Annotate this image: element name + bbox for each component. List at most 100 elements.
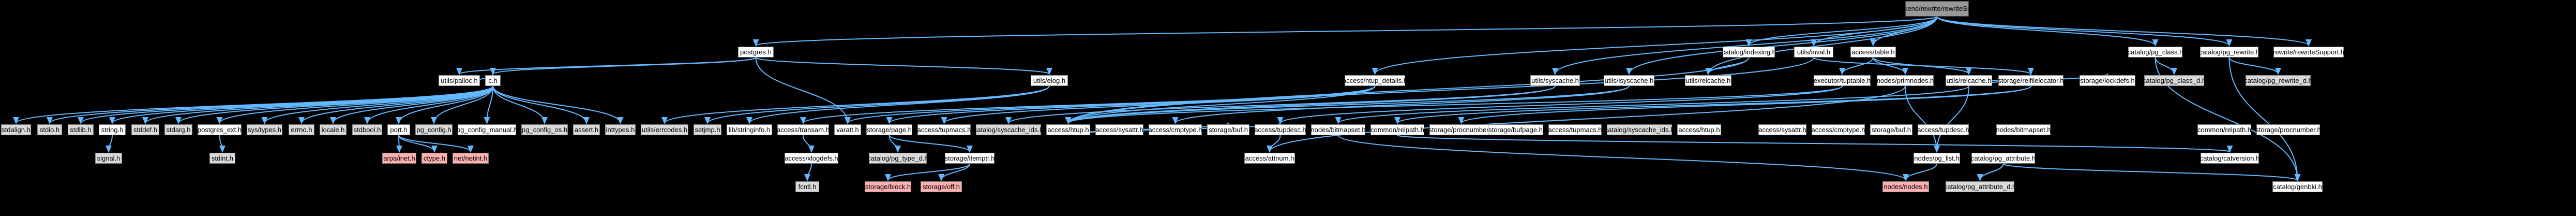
graph-node-varatt-h[interactable]: varatt.h bbox=[834, 124, 861, 135]
graph-node-access-tupmacs-h[interactable]: access/tupmacs.h bbox=[917, 124, 971, 135]
graph-node-utils-palloc-h[interactable]: utils/palloc.h bbox=[439, 75, 480, 86]
graph-node-storage-block-h[interactable]: storage/block.h bbox=[865, 181, 911, 192]
graph-node-executor-tuptable-h[interactable]: executor/tuptable.h bbox=[1814, 75, 1871, 86]
graph-node-stdarg-h[interactable]: stdarg.h bbox=[164, 124, 192, 135]
graph-node-c-h[interactable]: c.h bbox=[485, 75, 501, 86]
graph-edge bbox=[364, 85, 493, 124]
graph-node-stdio-h[interactable]: stdio.h bbox=[37, 124, 62, 135]
graph-node-storage-off-h[interactable]: storage/off.h bbox=[921, 181, 962, 192]
graph-node-stdint-h[interactable]: stdint.h bbox=[209, 153, 235, 164]
graph-edge bbox=[885, 163, 970, 181]
graph-node-catalog-syscache-ids2-h[interactable]: catalog/syscache_ids.h bbox=[1605, 124, 1674, 135]
graph-node-access-table-h[interactable]: access/table.h bbox=[1850, 47, 1896, 57]
graph-node-catalog-pg-rewrite-d-h[interactable]: catalog/pg_rewrite_d.h bbox=[2244, 75, 2312, 86]
graph-node-rewrite-rewriteSupport-h[interactable]: rewrite/rewriteSupport.h bbox=[2273, 47, 2344, 57]
graph-node-fcntl-h[interactable]: fcntl.h bbox=[795, 181, 819, 192]
graph-edge bbox=[484, 85, 493, 124]
graph-edge bbox=[1065, 85, 1630, 124]
graph-node-storage-bufpage-h[interactable]: storage/bufpage.h bbox=[1488, 124, 1543, 135]
graph-edge bbox=[755, 57, 1052, 75]
graph-node-catalog-pg-attribute-h[interactable]: catalog/pg_attribute.h bbox=[1971, 153, 2036, 164]
graph-node-pg-config-os-h[interactable]: pg_config_os.h bbox=[521, 124, 568, 135]
graph-node-access-tupdesc2-h[interactable]: access/tupdesc.h bbox=[1917, 124, 1969, 135]
graph-edge bbox=[1626, 16, 1938, 75]
graph-node-pg-config-h[interactable]: pg_config.h bbox=[415, 124, 453, 135]
graph-node-utils-relcache-h-top[interactable]: utils/relcache.h bbox=[1685, 75, 1731, 86]
graph-node-utils-errcodes-h[interactable]: utils/errcodes.h bbox=[641, 124, 688, 135]
graph-node-stddef-h[interactable]: stddef.h bbox=[131, 124, 159, 135]
graph-node-root[interactable]: src/backend/rewrite/rewriteSupport.c bbox=[1882, 1, 1992, 17]
graph-edge bbox=[1277, 85, 1843, 124]
graph-node-stdalign-h[interactable]: stdalign.h bbox=[1, 124, 31, 135]
graph-node-catalog-pg-class-h[interactable]: catalog/pg_class.h bbox=[2128, 47, 2183, 57]
graph-edge bbox=[398, 135, 474, 153]
graph-edge bbox=[2002, 163, 2301, 181]
graph-node-access-cmptype2-h[interactable]: access/cmptype.h bbox=[1811, 124, 1865, 135]
graph-node-storage-relfilelocator-h[interactable]: storage/relfilelocator.h bbox=[1998, 75, 2064, 86]
graph-node-storage-buf-h[interactable]: storage/buf.h bbox=[1207, 124, 1249, 135]
graph-node-common-relpath2-h[interactable]: common/relpath.h bbox=[2197, 124, 2251, 135]
graph-node-access-xlogdefs-h[interactable]: access/xlogdefs.h bbox=[785, 153, 838, 164]
graph-node-storage-lockdefs-h[interactable]: storage/lockdefs.h bbox=[2080, 75, 2135, 86]
graph-node-port-h[interactable]: port.h bbox=[387, 124, 410, 135]
graph-node-catalog-pg-rewrite-h[interactable]: catalog/pg_rewrite.h bbox=[2199, 47, 2259, 57]
graph-node-access-attnum-h[interactable]: access/attnum.h bbox=[1244, 153, 1295, 164]
graph-node-catalog-catversion-h[interactable]: catalog/catversion.h bbox=[2200, 153, 2259, 164]
graph-node-locale-h[interactable]: locale.h bbox=[320, 124, 347, 135]
graph-node-access-tupdesc-h[interactable]: access/tupdesc.h bbox=[1254, 124, 1306, 135]
graph-node-access-sysattr-h[interactable]: access/sysattr.h bbox=[1095, 124, 1143, 135]
graph-node-stdlib-h[interactable]: stdlib.h bbox=[68, 124, 94, 135]
graph-node-pg-config-manual-h[interactable]: pg_config_manual.h bbox=[457, 124, 517, 135]
graph-node-access-htup2-h[interactable]: access/htup.h bbox=[1677, 124, 1721, 135]
graph-node-nodes-bitmapset2-h[interactable]: nodes/bitmapset.h bbox=[1996, 124, 2051, 135]
graph-edge bbox=[2228, 57, 2301, 181]
graph-node-utils-elog-h[interactable]: utils/elog.h bbox=[1031, 75, 1068, 86]
graph-node-utils-relcache-h[interactable]: utils/relcache.h bbox=[1946, 75, 1992, 86]
graph-node-utils-syscache-h[interactable]: utils/syscache.h bbox=[1530, 75, 1580, 86]
graph-node-access-transam-h[interactable]: access/transam.h bbox=[777, 124, 830, 135]
graph-node-signal-h[interactable]: signal.h bbox=[95, 153, 122, 164]
graph-node-catalog-pg-class-d-h[interactable]: catalog/pg_class_d.h bbox=[2143, 75, 2206, 86]
graph-node-nodes-pg-list-h[interactable]: nodes/pg_list.h bbox=[1914, 153, 1960, 164]
graph-node-storage-itemptr-h[interactable]: storage/itemptr.h bbox=[945, 153, 995, 164]
graph-node-sys-types-h[interactable]: sys/types.h bbox=[247, 124, 282, 135]
graph-node-postgres-h[interactable]: postgres.h bbox=[738, 47, 774, 57]
graph-node-storage-procnumber2-h[interactable]: storage/procnumber.h bbox=[2255, 124, 2321, 135]
graph-node-errno-h[interactable]: errno.h bbox=[289, 124, 314, 135]
graph-node-string-h[interactable]: string.h bbox=[99, 124, 126, 135]
graph-node-catalog-indexing-h[interactable]: catalog/indexing.h bbox=[1722, 47, 1776, 57]
graph-edge bbox=[1267, 85, 1906, 153]
graph-node-postgres-ext-h[interactable]: postgres_ext.h bbox=[198, 124, 242, 135]
graph-node-catalog-pg-attribute-d-h[interactable]: catalog/pg_attribute_d.h bbox=[1944, 181, 2016, 192]
graph-node-access-sysattr2-h[interactable]: access/sysattr.h bbox=[1758, 124, 1806, 135]
graph-node-utils-inval-h[interactable]: utils/inval.h bbox=[1794, 47, 1833, 57]
graph-node-nodes-bitmapset-h[interactable]: nodes/bitmapset.h bbox=[1310, 124, 1366, 135]
graph-node-lib-stringinfo-h[interactable]: lib/stringinfo.h bbox=[727, 124, 772, 135]
graph-node-common-relpath-h[interactable]: common/relpath.h bbox=[1370, 124, 1424, 135]
graph-node-catalog-syscache-ids-h[interactable]: catalog/syscache_ids.h bbox=[974, 124, 1043, 135]
graph-node-nodes-nodes-h[interactable]: nodes/nodes.h bbox=[1882, 181, 1929, 192]
graph-node-access-htup-h[interactable]: access/htup.h bbox=[1046, 124, 1090, 135]
graph-node-ctype-h[interactable]: ctype.h bbox=[421, 153, 447, 164]
graph-node-utils-lsyscache-h[interactable]: utils/lsyscache.h bbox=[1604, 75, 1654, 86]
graph-edge bbox=[398, 135, 438, 153]
graph-node-access-tupmacs2-h[interactable]: access/tupmacs.h bbox=[1548, 124, 1602, 135]
graph-edge bbox=[1065, 57, 1814, 124]
graph-node-netinet-in-h[interactable]: net/netint.h bbox=[453, 153, 489, 164]
graph-node-setjmp-h[interactable]: setjmp.h bbox=[694, 124, 721, 135]
graph-node-catalog-pg-type-d-h[interactable]: catalog/pg_type_d.h bbox=[867, 153, 928, 164]
graph-node-catalog-genbki-h[interactable]: catalog/genbki.h bbox=[2272, 181, 2323, 192]
graph-edge bbox=[1705, 16, 1938, 75]
graph-node-storage-buf2-h[interactable]: storage/buf.h bbox=[1870, 124, 1912, 135]
graph-node-access-cmptype-h[interactable]: access/cmptype.h bbox=[1148, 124, 1202, 135]
graph-node-storage-procnumber-h[interactable]: storage/procnumber.h bbox=[1428, 124, 1494, 135]
graph-node-storage-page-h[interactable]: storage/page.h bbox=[866, 124, 912, 135]
graph-node-inttypes-h[interactable]: inttypes.h bbox=[605, 124, 636, 135]
graph-node-stdbool-h[interactable]: stdbool.h bbox=[352, 124, 382, 135]
graph-node-assert-h[interactable]: assert.h bbox=[573, 124, 600, 135]
graph-node-nodes-primnodes-h[interactable]: nodes/primnodes.h bbox=[1877, 75, 1934, 86]
graph-edge bbox=[1065, 85, 1843, 124]
graph-node-arpa-inet-h[interactable]: arpa/inet.h bbox=[382, 153, 416, 164]
graph-edge bbox=[1905, 85, 1940, 153]
graph-node-access-htup-details-h[interactable]: access/htup_details.h bbox=[1343, 75, 1407, 86]
